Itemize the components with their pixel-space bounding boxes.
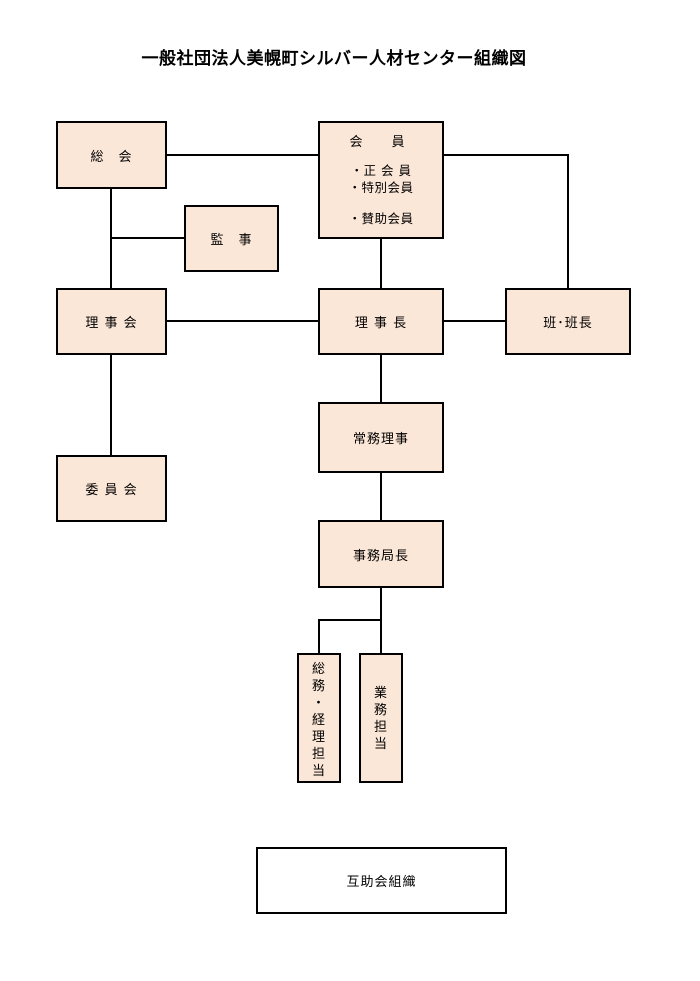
node-rijicho: 理 事 長 (318, 288, 444, 355)
kaiin-item-sanjo: ・賛助会員 (348, 211, 414, 226)
gyomu-char-1: 務 (373, 703, 388, 718)
somu-char-5: 担 (311, 747, 326, 762)
node-iinkai: 委 員 会 (56, 455, 167, 522)
gyomu-char-2: 担 (373, 720, 388, 735)
node-rijicho-label: 理 事 長 (354, 316, 408, 331)
somu-char-4: 理 (311, 730, 326, 745)
node-kansa: 監 事 (184, 205, 279, 272)
somu-char-1: 務 (311, 679, 326, 694)
kaiin-item-tokubetsu: ・特別会員 (348, 180, 414, 195)
node-gyomu: 業 務 担 当 (359, 653, 403, 783)
node-hancho-label: 班･班長 (543, 316, 593, 331)
node-jomu: 常務理事 (318, 402, 444, 473)
gyomu-char-3: 当 (373, 737, 388, 752)
node-somu-keiri: 総 務 ・ 経 理 担 当 (297, 653, 341, 783)
node-kansa-label: 監 事 (210, 233, 253, 248)
page-title: 一般社団法人美幌町シルバー人材センター組織図 (141, 49, 527, 69)
somu-char-3: 経 (311, 713, 326, 728)
node-iinkai-label: 委 員 会 (85, 483, 138, 498)
somu-char-2: ・ (311, 696, 326, 711)
node-jomu-label: 常務理事 (352, 432, 409, 447)
somu-char-0: 総 (311, 662, 326, 677)
line-branch-somu (318, 619, 381, 654)
node-gojokai: 互助会組織 (256, 847, 507, 914)
node-jimukyokucho: 事務局長 (318, 520, 444, 588)
node-soukai: 総 会 (56, 121, 167, 189)
somu-char-6: 当 (311, 764, 326, 779)
node-kaiin-title: 会 員 (349, 135, 413, 150)
node-hancho: 班･班長 (505, 288, 631, 355)
node-rijikai: 理 事 会 (56, 288, 167, 355)
line-kaiin-hancho (443, 154, 569, 289)
node-gojokai-label: 互助会組織 (346, 875, 417, 890)
node-soukai-label: 総 会 (90, 149, 133, 165)
node-rijikai-label: 理 事 会 (85, 316, 138, 331)
kaiin-item-seikaiin: ・正 会 員 (350, 163, 412, 178)
node-jimukyokucho-label: 事務局長 (352, 548, 409, 564)
gyomu-char-0: 業 (373, 686, 388, 701)
node-kaiin: 会 員 ・正 会 員 ・特別会員 ・賛助会員 (318, 121, 444, 239)
